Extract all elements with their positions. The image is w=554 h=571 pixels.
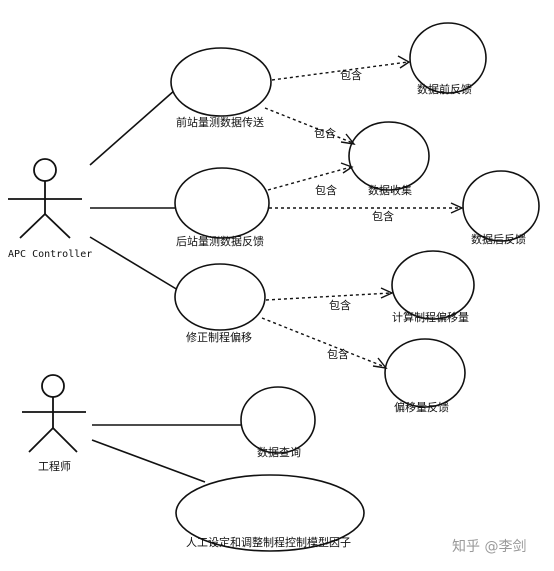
- include-front-transfer-to-data-collection: 包含: [264, 107, 356, 145]
- association-engineer-manual-set: [91, 439, 206, 483]
- actor-head: [33, 158, 57, 182]
- actor-left-leg: [28, 427, 54, 453]
- usecase-rear-station-feedback-ellipse: [174, 167, 270, 239]
- actor-apc-controller: APC Controller: [8, 158, 92, 260]
- actor-head: [41, 374, 65, 398]
- include-label: 包含: [315, 183, 337, 197]
- include-label: 包含: [327, 347, 349, 361]
- actor-apc-label: APC Controller: [8, 249, 92, 260]
- include-label: 包含: [329, 298, 351, 312]
- include-label: 包含: [314, 126, 336, 140]
- usecase-manual-set-ellipse: [175, 474, 365, 552]
- include-correct-offset-to-calc-offset: 包含: [265, 287, 394, 312]
- include-label: 包含: [372, 209, 394, 223]
- actor-left-leg: [19, 213, 46, 239]
- actor-right-leg: [44, 213, 71, 239]
- usecase-calc-offset-label: 计算制程偏移量: [392, 310, 469, 324]
- watermark-text: 知乎 @李剑: [452, 538, 526, 555]
- usecase-data-collection-ellipse: [348, 121, 430, 191]
- usecase-data-collection-label: 数据收集: [368, 183, 412, 197]
- usecase-manual-set-label: 人工设定和调整制程控制模型因子: [186, 535, 351, 549]
- association-apc-correct-offset: [89, 236, 179, 291]
- include-rear-station-to-data-collection: 包含: [267, 162, 354, 197]
- usecase-front-station-transfer-label: 前站量测数据传送: [176, 115, 264, 129]
- actor-engineer: 工程师: [22, 374, 86, 473]
- usecase-data-query-ellipse: [240, 386, 316, 454]
- include-label: 包含: [340, 68, 362, 82]
- association-apc-front-transfer: [89, 89, 176, 166]
- usecase-correct-offset-label: 修正制程偏移: [186, 330, 252, 344]
- usecase-front-feedback-label: 数据前反馈: [417, 82, 472, 96]
- usecase-offset-feedback-label: 偏移量反馈: [394, 400, 449, 414]
- include-correct-offset-to-offset-feedback: 包含: [261, 317, 388, 369]
- usecase-front-station-transfer-ellipse: [170, 47, 272, 117]
- usecase-offset-feedback-ellipse: [384, 338, 466, 408]
- include-rear-station-to-rear-feedback: 包含: [269, 202, 464, 223]
- usecase-rear-feedback-ellipse: [462, 170, 540, 242]
- usecase-correct-offset-ellipse: [174, 263, 266, 331]
- usecase-rear-station-feedback-label: 后站量测数据反馈: [176, 234, 264, 248]
- usecase-rear-feedback-label: 数据后反馈: [471, 232, 526, 246]
- actor-engineer-label: 工程师: [38, 460, 71, 473]
- actor-right-leg: [52, 427, 78, 453]
- usecase-front-feedback-ellipse: [409, 22, 487, 94]
- include-front-transfer-to-front-feedback: 包含: [271, 55, 411, 82]
- usecase-data-query-label: 数据查询: [257, 445, 301, 459]
- usecase-calc-offset-ellipse: [391, 250, 475, 320]
